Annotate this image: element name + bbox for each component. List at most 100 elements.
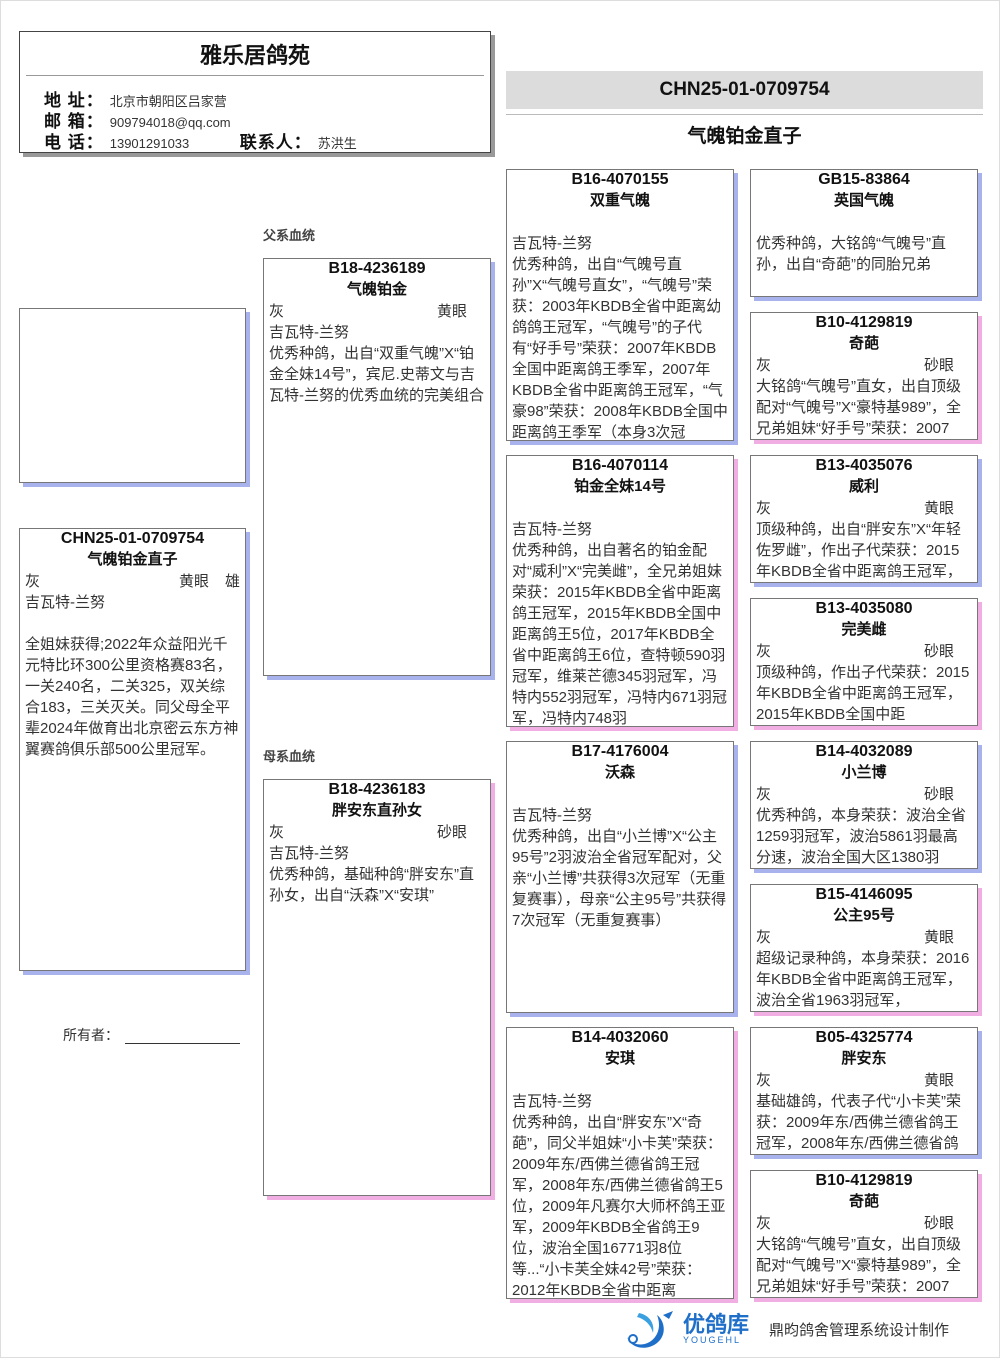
pigeon-name: 公主95号: [833, 907, 895, 924]
phone-value: 13901291033: [109, 136, 190, 151]
great-grandparent-card: B10-4129819 奇葩灰 砂眼大铭鸽“气魄号”直女，出自顶级配对“气魄号”X“…: [750, 312, 978, 440]
description: 优秀种鸽，大铭鸽“气魄号”直孙，出自“奇葩”的同胎兄弟: [756, 235, 946, 273]
strain: 吉瓦特-兰努: [269, 845, 349, 862]
description: 优秀种鸽，出自“小兰博”X“公主95号”2羽波治全省冠军配对，父亲“小兰博”共获…: [512, 828, 727, 929]
eye-sex: 黄眼雄: [179, 571, 240, 592]
sex: 雄: [224, 573, 240, 590]
ring-number: B13-4035080: [815, 600, 913, 617]
eye-sex: 砂眼: [924, 355, 954, 376]
color-eye-row: 灰 黄眼雄: [25, 571, 240, 592]
strain: 吉瓦特-兰努: [25, 594, 105, 611]
contact-value: 苏洪生: [317, 136, 357, 151]
eye-sex: 砂眼: [924, 641, 954, 662]
ring-number: B14-4032060: [571, 1029, 669, 1046]
eye-type: 黄眼: [923, 929, 954, 946]
yougeku-logo-icon: [619, 1307, 679, 1351]
great-grandparent-card: B10-4129819 奇葩灰砂眼大铭鸽“气魄号”直女，出自顶级配对“气魄号”X“…: [750, 1170, 978, 1298]
great-grandparent-card: B15-4146095 公主95号灰 黄眼超级记录种鸽，本身荣获：2016年KBDB…: [750, 884, 978, 1012]
divider: [506, 114, 983, 115]
color-eye-row: 灰 黄眼: [269, 301, 485, 322]
description: 大铭鸽“气魄号”直女，出自顶级配对“气魄号”X“豪特基989”，全兄弟姐妹“好手…: [756, 378, 962, 437]
description: 顶级种鸽，作出子代荣获：2015年KBDB全省中距离鸽王冠军，2015年KBDB…: [756, 664, 970, 723]
eye-type: 砂眼: [923, 1215, 954, 1232]
description: 优秀种鸽，基础种鸽“胖安东”直孙女，出自“沃森”X“安琪”: [269, 866, 474, 904]
spacer: [512, 498, 728, 519]
eye-type: 砂眼: [923, 786, 954, 803]
pigeon-name: 铂金全妹14号: [574, 478, 666, 495]
pigeon-name: 奇葩: [848, 335, 879, 352]
loft-name: 雅乐居鸽苑: [199, 43, 310, 68]
feather-color: 灰: [756, 786, 772, 803]
color-eye-row: 灰砂眼: [756, 1213, 972, 1234]
description: 全姐妹获得;2022年众益阳光千元特比环300公里资格赛83名，一关240名，二…: [25, 636, 239, 758]
email-label: 邮 箱：: [44, 112, 104, 131]
address-value: 北京市朝阳区吕家营: [109, 94, 227, 109]
ring-number: B14-4032089: [815, 743, 913, 760]
brand-name-en: YOUGEHL: [683, 1334, 742, 1345]
feather-color: 灰: [269, 824, 285, 841]
eye-sex: 黄眼: [924, 498, 954, 519]
pigeon-name: 沃森: [604, 764, 635, 781]
ring-number: B15-4146095: [815, 886, 913, 903]
strain: 吉瓦特-兰努: [269, 324, 349, 341]
address-label: 地 址：: [44, 91, 104, 110]
feather-color: 灰: [756, 357, 772, 374]
description: 基础雄鸽，代表子代“小卡芙”荣获：2009年东/西佛兰德省鸽王冠军，2008年东…: [756, 1093, 961, 1152]
pigeon-name: 小兰博: [841, 764, 887, 781]
contact-label: 联系人：: [239, 133, 312, 152]
strain: 吉瓦特-兰努: [512, 521, 592, 538]
description: 超级记录种鸽，本身荣获：2016年KBDB全省中距离鸽王冠军，波治全省1963羽…: [756, 950, 970, 1009]
pigeon-name: 气魄铂金直子: [87, 551, 178, 568]
email-value: 909794018@qq.com: [109, 115, 231, 130]
ring-number: B16-4070155: [571, 171, 669, 188]
pigeon-name: 气魄铂金: [346, 281, 407, 298]
great-grandparent-card: GB15-83864 英国气魄优秀种鸽，大铭鸽“气魄号”直孙，出自“奇葩”的同胎兄…: [750, 169, 978, 297]
grandparent-card: B16-4070114 铂金全妹14号吉瓦特-兰努优秀种鸽，出自著名的铂金配对“威…: [506, 455, 734, 727]
email-row: 邮 箱： 909794018@qq.com: [44, 107, 231, 132]
pedigree-ring-title: CHN25-01-0709754: [506, 71, 983, 109]
feather-color: 灰: [269, 303, 285, 320]
color-eye-row: 灰砂眼: [756, 641, 972, 662]
sire-line-label: 父系血统: [263, 228, 316, 243]
pigeon-name: 安琪: [604, 1050, 635, 1067]
feather-color: 灰: [756, 929, 772, 946]
eye-type: 砂眼: [923, 357, 954, 374]
eye-sex: 砂眼: [924, 1213, 954, 1234]
eye-type: 砂眼: [923, 643, 954, 660]
color-eye-row: 灰 砂眼: [756, 355, 972, 376]
ring-number: B13-4035076: [815, 457, 913, 474]
description: 优秀种鸽，出自著名的铂金配对“威利”X“完美雌”，全兄弟姐妹荣获：2015年KB…: [512, 542, 728, 727]
description: 大铭鸽“气魄号”直女，出自顶级配对“气魄号”X“豪特基989”，全兄弟姐妹“好手…: [756, 1236, 962, 1295]
ring-number: B10-4129819: [815, 314, 913, 331]
eye-type: 黄眼: [923, 500, 954, 517]
photo-placeholder: [19, 308, 246, 483]
description: 顶级种鸽，出自“胖安东”X“年轻佐罗雌”，作出子代荣获：2015年KBDB全省中…: [756, 521, 962, 580]
description: 优秀种鸽，出自“气魄号直孙”X“气魄号直女”，“气魄号”荣获：2003年KBDB…: [512, 256, 728, 441]
color-eye-row: 灰砂眼: [269, 822, 485, 843]
eye-sex: 黄眼: [924, 927, 954, 948]
footer: 优鸽库 YOUGEHL 鼎昀鸽舍管理系统设计制作: [619, 1307, 949, 1351]
ring-number: B10-4129819: [815, 1172, 913, 1189]
brand: 优鸽库 YOUGEHL: [683, 1313, 749, 1345]
color-eye-row: 灰黄眼: [756, 1070, 972, 1091]
ring-number: GB15-83864: [818, 171, 910, 188]
feather-color: 灰: [756, 1072, 772, 1089]
feather-color: 灰: [25, 573, 41, 590]
pigeon-name: 奇葩: [848, 1193, 879, 1210]
maker-credit: 鼎昀鸽舍管理系统设计制作: [769, 1321, 950, 1339]
eye-type: 黄眼: [436, 303, 467, 320]
spacer: [512, 1070, 728, 1091]
ring-number: B18-4236189: [328, 260, 426, 277]
eye-sex: 黄眼: [437, 301, 467, 322]
description: 优秀种鸽，出自“胖安东”X“奇葩”，同父半姐妹“小卡芙”荣获：2009年东/西佛…: [512, 1114, 726, 1299]
pigeon-name: 英国气魄: [833, 192, 894, 209]
ring-number: B16-4070114: [571, 457, 669, 474]
eye-sex: 砂眼: [924, 784, 954, 805]
